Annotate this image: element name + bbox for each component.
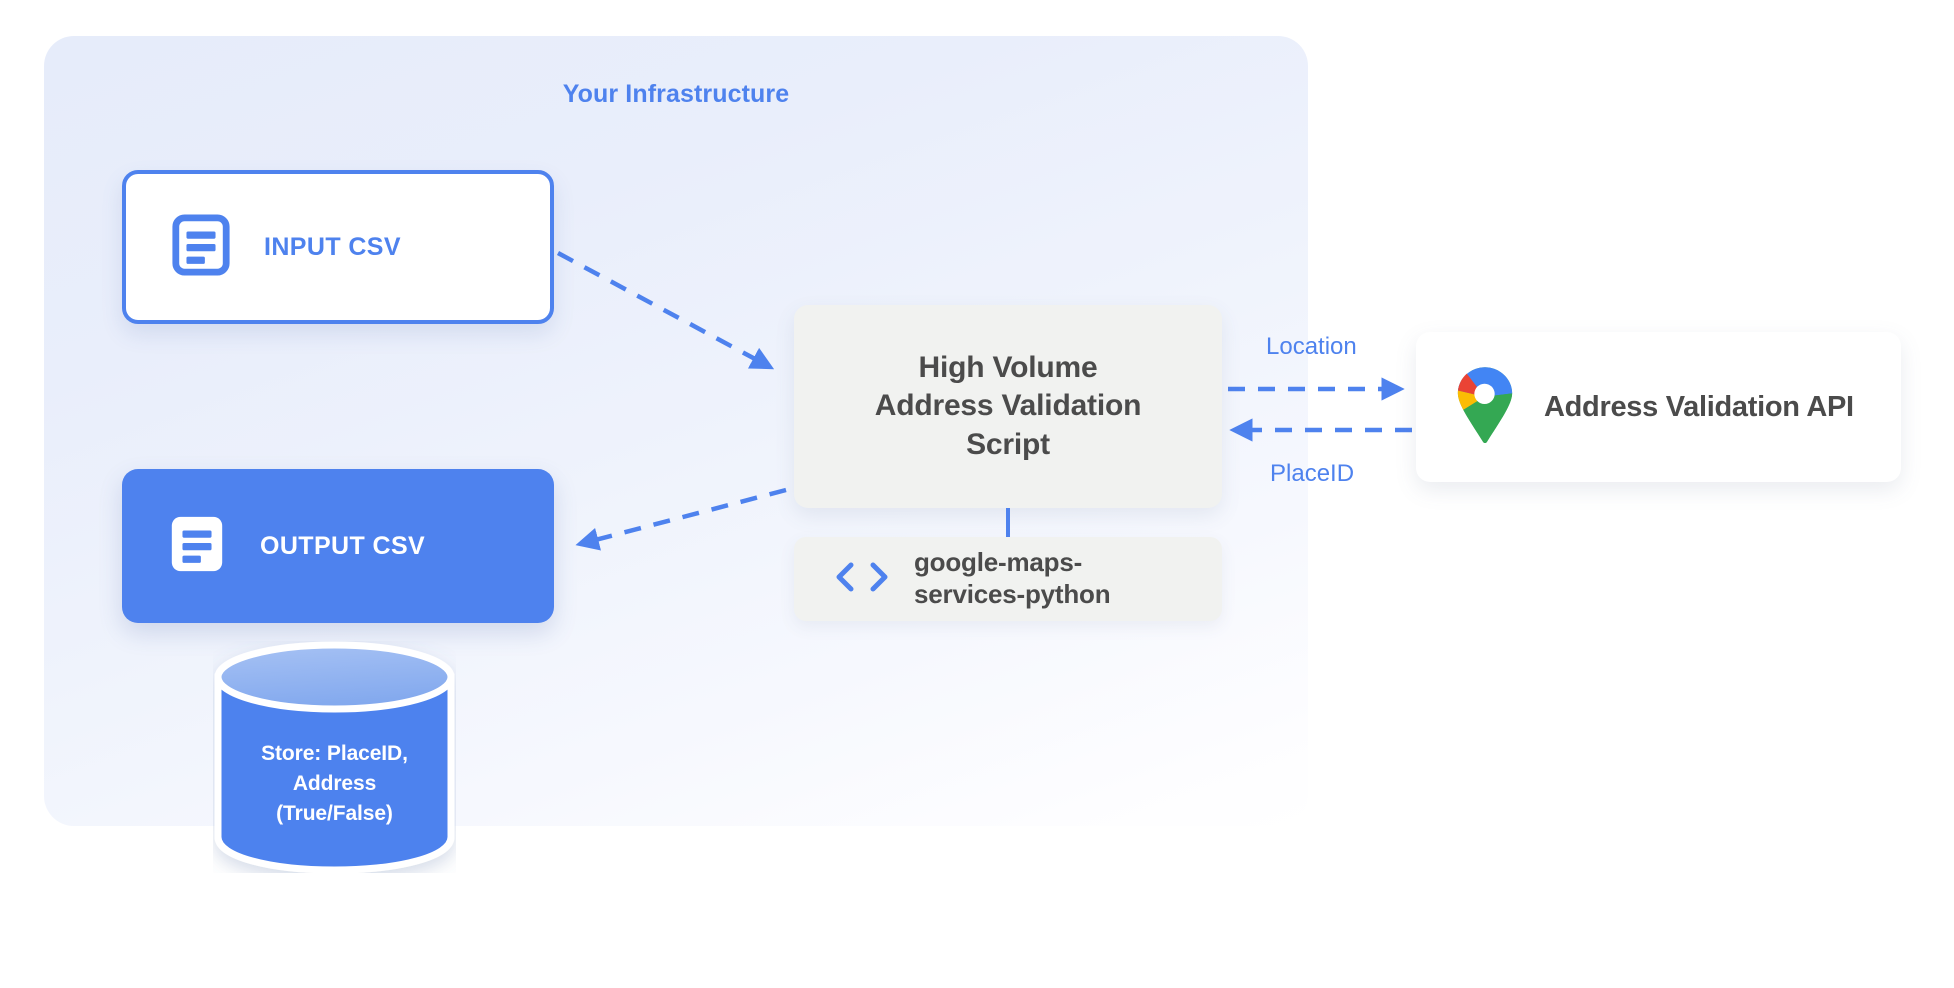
node-api-label: Address Validation API xyxy=(1544,390,1854,423)
database-cylinder-icon xyxy=(214,641,455,874)
node-library[interactable]: google-maps- services-python xyxy=(794,537,1222,621)
node-input-csv-label: INPUT CSV xyxy=(264,232,401,261)
document-icon xyxy=(166,513,228,580)
node-script[interactable]: High Volume Address Validation Script xyxy=(794,305,1222,508)
node-library-label: google-maps- services-python xyxy=(914,547,1111,610)
google-maps-pin-icon xyxy=(1454,365,1516,450)
script-line-2: Address Validation xyxy=(874,389,1142,423)
library-line-2: services-python xyxy=(914,579,1111,609)
library-line-1: google-maps- xyxy=(914,547,1083,578)
connector-label-location: Location xyxy=(1266,333,1357,360)
node-address-validation-api[interactable]: Address Validation API xyxy=(1416,332,1901,482)
code-brackets-icon xyxy=(834,557,890,602)
document-icon xyxy=(170,213,232,281)
connector-label-placeid: PlaceID xyxy=(1270,460,1355,487)
infrastructure-title: Your Infrastructure xyxy=(562,80,790,108)
connector-script-to-library xyxy=(1006,508,1010,541)
node-input-csv[interactable]: INPUT CSV xyxy=(122,170,554,324)
script-line-1: High Volume xyxy=(918,350,1098,384)
node-output-csv[interactable]: OUTPUT CSV xyxy=(122,469,554,623)
node-database[interactable]: Store: PlaceID, Address (True/False) xyxy=(213,641,456,874)
node-output-csv-label: OUTPUT CSV xyxy=(260,531,426,560)
script-line-3: Script xyxy=(966,427,1050,461)
